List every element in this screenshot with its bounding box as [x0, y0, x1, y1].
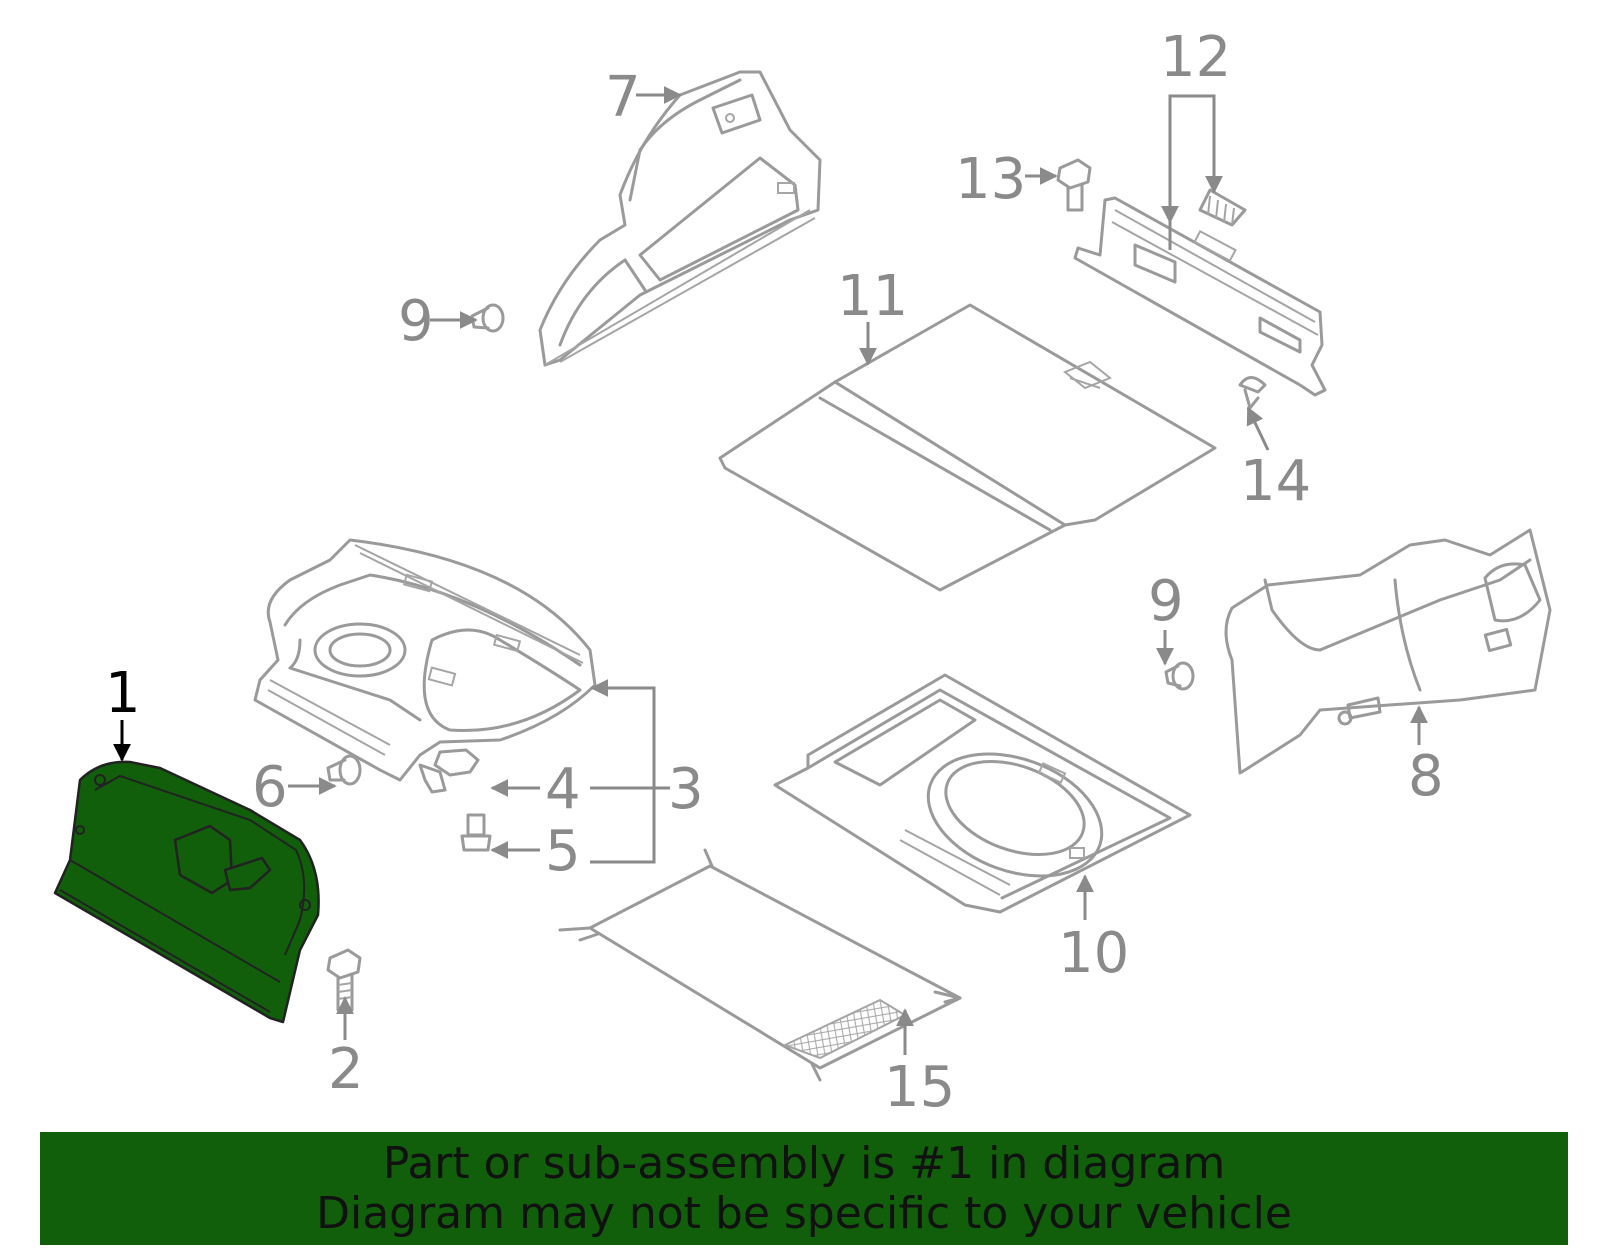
- part-5-screw[interactable]: [460, 813, 492, 852]
- callout-9-lower: 9: [1148, 569, 1184, 634]
- part-14-push-pin[interactable]: [1238, 376, 1267, 410]
- part-11-cargo-floor-board[interactable]: [718, 303, 1217, 592]
- leader-lines: [113, 86, 1428, 1055]
- part-1-trunk-trim-panel[interactable]: [53, 760, 320, 1024]
- callout-labels: 1 2 3 4 5 6 7 8 9 9 10 11 12 13 14 15: [105, 25, 1444, 1120]
- part-7-left-side-trim[interactable]: [538, 70, 822, 367]
- banner-line-2: Diagram may not be specific to your vehi…: [316, 1187, 1292, 1239]
- callout-8: 8: [1408, 744, 1444, 809]
- callout-13: 13: [955, 147, 1026, 212]
- callout-4: 4: [545, 757, 581, 822]
- callout-7: 7: [605, 65, 641, 130]
- part-9-push-pin-lower[interactable]: [1164, 661, 1195, 691]
- part-13-bolt[interactable]: [1056, 158, 1092, 212]
- part-4-clip[interactable]: [418, 748, 480, 794]
- part-6-push-pin[interactable]: [326, 754, 362, 786]
- callout-2: 2: [328, 1037, 364, 1102]
- callout-9-upper: 9: [398, 289, 434, 354]
- callout-1: 1: [105, 661, 141, 726]
- callout-6: 6: [252, 755, 288, 820]
- part-15-cargo-net[interactable]: [558, 848, 962, 1082]
- part-10-trunk-floor-tray[interactable]: [773, 673, 1192, 914]
- callout-12: 12: [1160, 25, 1231, 90]
- info-banner: Part or sub-assembly is #1 in diagram Di…: [40, 1132, 1568, 1245]
- callout-3: 3: [668, 757, 704, 822]
- part-3-rear-shelf[interactable]: [253, 538, 597, 782]
- part-9-push-pin-upper[interactable]: [470, 303, 505, 333]
- callout-11: 11: [837, 264, 908, 329]
- banner-line-1: Part or sub-assembly is #1 in diagram: [382, 1137, 1226, 1189]
- part-12-rear-sill-plate[interactable]: [1073, 188, 1327, 397]
- callout-14: 14: [1240, 449, 1311, 514]
- callout-10: 10: [1058, 921, 1129, 986]
- callout-15: 15: [884, 1055, 955, 1120]
- part-8-right-side-trim[interactable]: [1224, 528, 1552, 775]
- callout-5: 5: [545, 819, 581, 884]
